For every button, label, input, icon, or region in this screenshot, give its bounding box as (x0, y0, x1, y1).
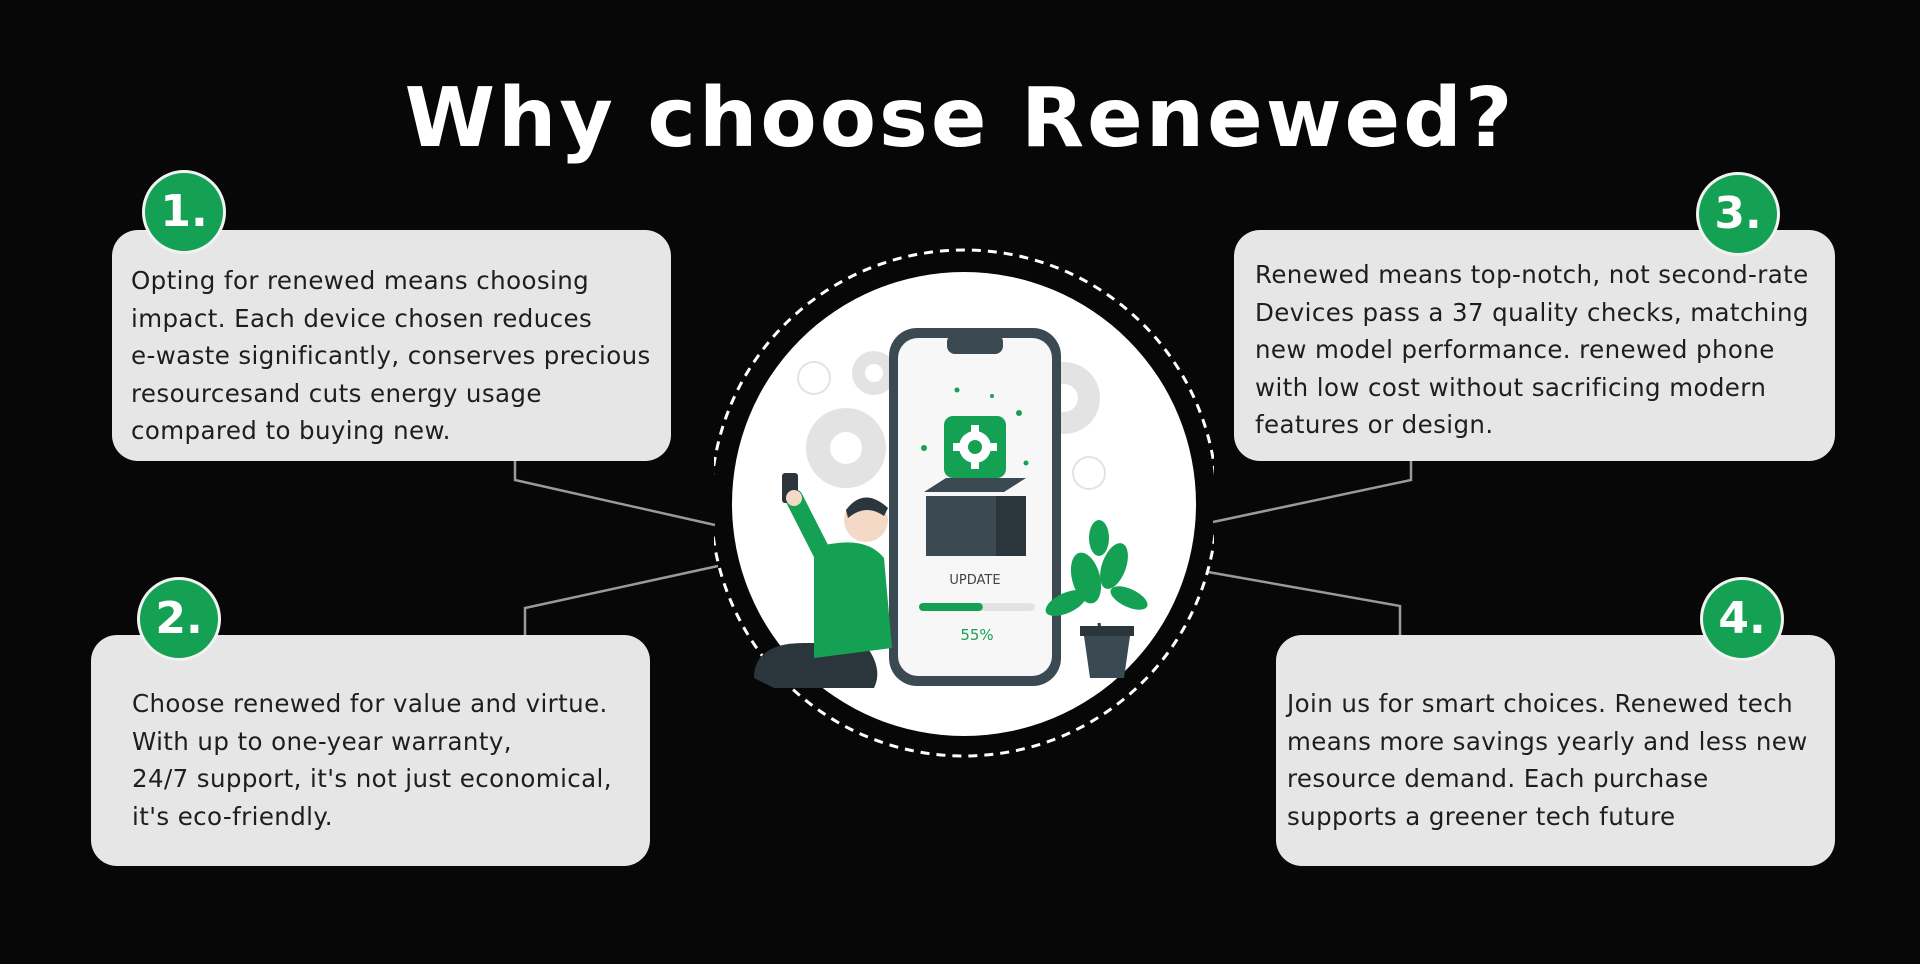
page-title: Why choose Renewed? (404, 71, 1516, 166)
connector-line-4 (1207, 570, 1402, 635)
plant-icon (1045, 520, 1148, 678)
benefit-card-1: Opting for renewed means choosing impact… (112, 230, 671, 461)
progress-label: 55% (960, 626, 993, 644)
settings-icon (944, 416, 1006, 478)
benefit-card-3: Renewed means top-notch, not second-rate… (1234, 230, 1835, 461)
person-icon (754, 473, 892, 688)
update-label: UPDATE (949, 573, 1000, 588)
benefit-card-4: Join us for smart choices. Renewed tech … (1276, 635, 1835, 866)
progress-fill (919, 603, 983, 611)
number-badge-1: 1. (142, 170, 226, 254)
number-badge-4: 4. (1700, 577, 1784, 661)
number-badge-2: 2. (137, 577, 221, 661)
box-icon (924, 478, 1026, 556)
benefit-card-2: Choose renewed for value and virtue. Wit… (91, 635, 650, 866)
connector-line-3 (1212, 461, 1413, 524)
renewed-phone-illustration: UPDATE 55% (709, 248, 1219, 758)
number-badge-3: 3. (1696, 172, 1780, 256)
connector-line-2 (523, 564, 719, 635)
connector-line-1 (513, 461, 716, 527)
